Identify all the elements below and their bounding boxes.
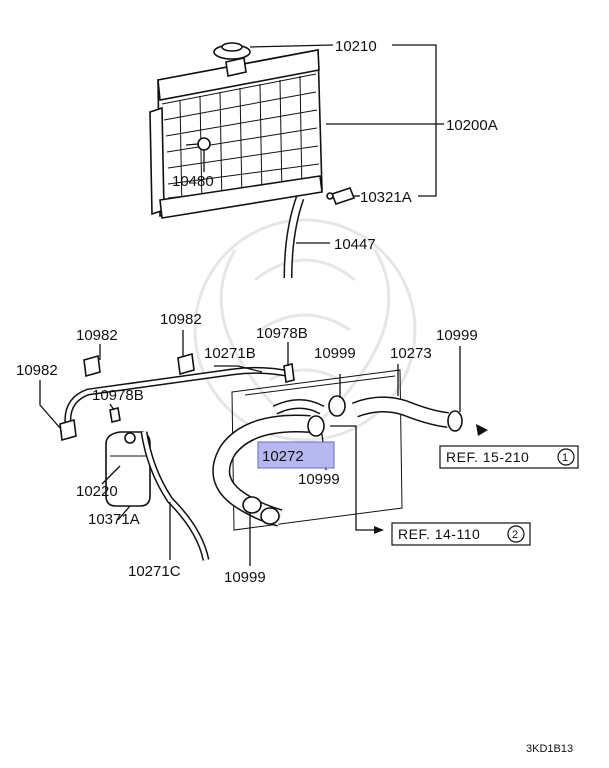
highlight-10272: [257, 441, 335, 469]
part-labels: 10210 10200A 10480 10321A 10447 10982 10…: [16, 38, 498, 586]
label-10210[interactable]: 10210: [335, 38, 377, 55]
leader-lines: [39, 44, 488, 566]
ref-box-15-210[interactable]: REF. 15-210 1: [439, 445, 579, 469]
label-10371A[interactable]: 10371A: [88, 511, 140, 528]
radiator: [149, 42, 356, 279]
label-10982-left[interactable]: 10982: [16, 362, 58, 379]
label-10220[interactable]: 10220: [76, 483, 118, 500]
ref-box-14-110[interactable]: REF. 14-110 2: [391, 522, 531, 546]
ref-box-15-210-number: 1: [562, 452, 568, 464]
label-10999-b[interactable]: 10999: [436, 327, 478, 344]
ref-box-14-110-text: REF. 14-110: [398, 526, 480, 542]
label-10271C[interactable]: 10271C: [128, 563, 181, 580]
label-10999-a[interactable]: 10999: [314, 345, 356, 362]
label-10982-top[interactable]: 10982: [160, 311, 202, 328]
hose-assembly: [59, 352, 463, 561]
label-10200A[interactable]: 10200A: [446, 117, 498, 134]
label-10273[interactable]: 10273: [390, 345, 432, 362]
label-10999-c[interactable]: 10999: [298, 471, 340, 488]
ref-box-15-210-text: REF. 15-210: [446, 449, 529, 465]
label-10480[interactable]: 10480: [172, 173, 214, 190]
label-10999-d[interactable]: 10999: [224, 569, 266, 586]
label-10271B[interactable]: 10271B: [204, 345, 256, 362]
label-10978B-left[interactable]: 10978B: [92, 387, 144, 404]
label-10978B-top[interactable]: 10978B: [256, 325, 308, 342]
label-10321A[interactable]: 10321A: [360, 189, 412, 206]
label-10982-mid[interactable]: 10982: [76, 327, 118, 344]
label-10447[interactable]: 10447: [334, 236, 376, 253]
label-10272[interactable]: 10272: [262, 448, 304, 465]
ref-box-14-110-number: 2: [512, 529, 518, 541]
diagram-code: 3KD1B13: [526, 743, 573, 755]
